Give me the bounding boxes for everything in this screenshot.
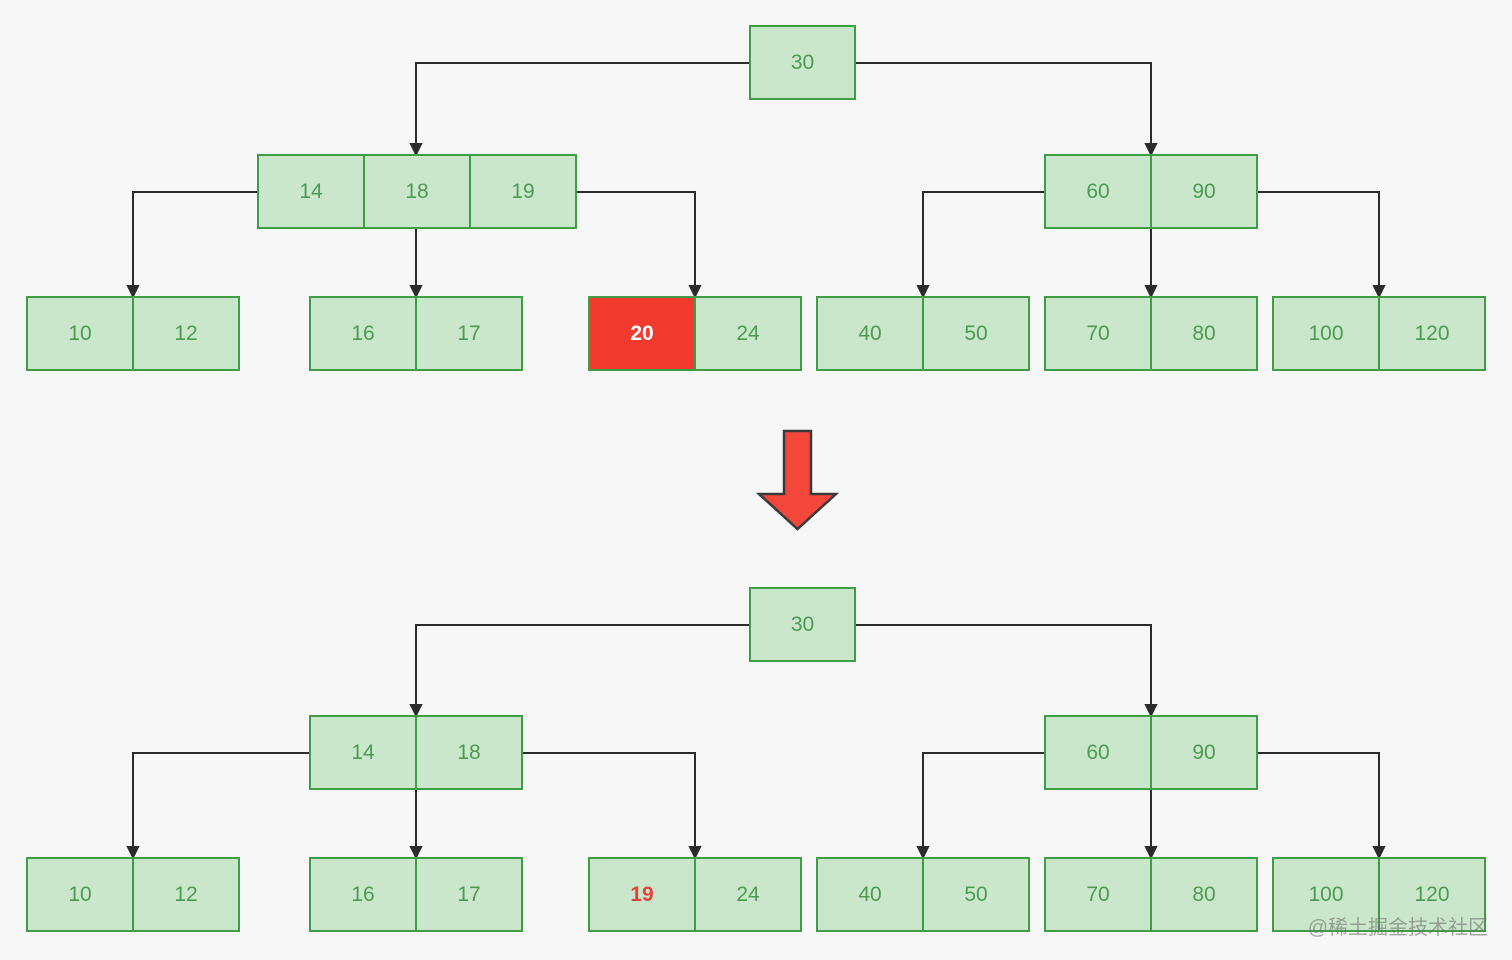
connector-after-root-to-internal-left [409,624,749,718]
before-leaf-node: 10 12 [26,296,240,371]
after-leaf-node: 16 17 [309,857,523,932]
before-leaf-node: 40 50 [816,296,1030,371]
after-leaf-node: 100 120 [1272,857,1486,932]
node-cell: 100 [1308,882,1344,906]
before-internal-right-node: 60 90 [1044,154,1258,229]
node-cell-highlighted-delete-target: 20 [590,298,694,369]
node-cell: 70 [1086,882,1110,906]
node-cell: 60 [1086,740,1110,764]
connector-before-root-to-internal-right [856,62,1158,157]
node-cell: 24 [694,859,800,930]
node-cell: 16 [351,882,375,906]
before-internal-left-node: 14 18 19 [257,154,577,229]
connector-before-internal-left-to-leaf-0 [126,191,257,299]
node-cell: 24 [694,298,800,369]
node-cell: 90 [1150,717,1256,788]
after-leaf-node-highlighted: 19 24 [588,857,802,932]
node-cell: 80 [1150,298,1256,369]
node-cell: 100 [1308,321,1344,345]
connector-after-internal-right-to-leaf-3 [916,752,1044,860]
node-cell: 17 [415,859,521,930]
node-cell: 16 [351,321,375,345]
node-cell: 50 [922,859,1028,930]
node-cell: 12 [132,298,238,369]
watermark: @稀土掘金技术社区 [1307,917,1488,939]
node-cell: 14 [351,740,375,764]
connector-after-internal-right-to-leaf-5 [1256,752,1386,860]
node-cell: 70 [1086,321,1110,345]
before-leaf-node: 70 80 [1044,296,1258,371]
after-root-node: 30 [749,587,856,662]
node-cell: 18 [363,156,469,227]
node-cell: 10 [68,882,92,906]
node-cell-highlighted-replacement-key: 19 [630,882,654,906]
node-cell: 30 [790,50,815,74]
arrow-down-icon [755,429,840,531]
node-cell: 50 [922,298,1028,369]
node-cell: 19 [469,156,575,227]
connector-after-internal-left-to-leaf-2 [523,752,702,860]
node-cell: 120 [1378,859,1484,930]
after-internal-right-node: 60 90 [1044,715,1258,790]
node-cell: 17 [415,298,521,369]
node-cell: 120 [1378,298,1484,369]
node-cell: 40 [858,882,882,906]
connector-after-internal-left-to-leaf-0 [126,752,309,860]
node-cell: 40 [858,321,882,345]
node-cell: 12 [132,859,238,930]
after-internal-left-node: 14 18 [309,715,523,790]
before-leaf-node: 100 120 [1272,296,1486,371]
node-cell: 90 [1150,156,1256,227]
after-leaf-node: 10 12 [26,857,240,932]
connector-after-root-to-internal-right [856,624,1158,718]
connector-before-internal-right-to-leaf-5 [1256,191,1386,299]
before-leaf-node-highlighted: 20 24 [588,296,802,371]
after-leaf-node: 40 50 [816,857,1030,932]
before-root-node: 30 [749,25,856,100]
node-cell: 18 [415,717,521,788]
node-cell: 60 [1086,179,1110,203]
connector-before-internal-right-to-leaf-3 [916,191,1044,299]
node-cell: 14 [299,179,323,203]
node-cell: 30 [790,612,815,636]
before-leaf-node: 16 17 [309,296,523,371]
connector-before-internal-left-to-leaf-2 [577,191,702,299]
node-cell: 10 [68,321,92,345]
connector-before-root-to-internal-left [409,62,749,157]
after-leaf-node: 70 80 [1044,857,1258,932]
node-cell: 80 [1150,859,1256,930]
